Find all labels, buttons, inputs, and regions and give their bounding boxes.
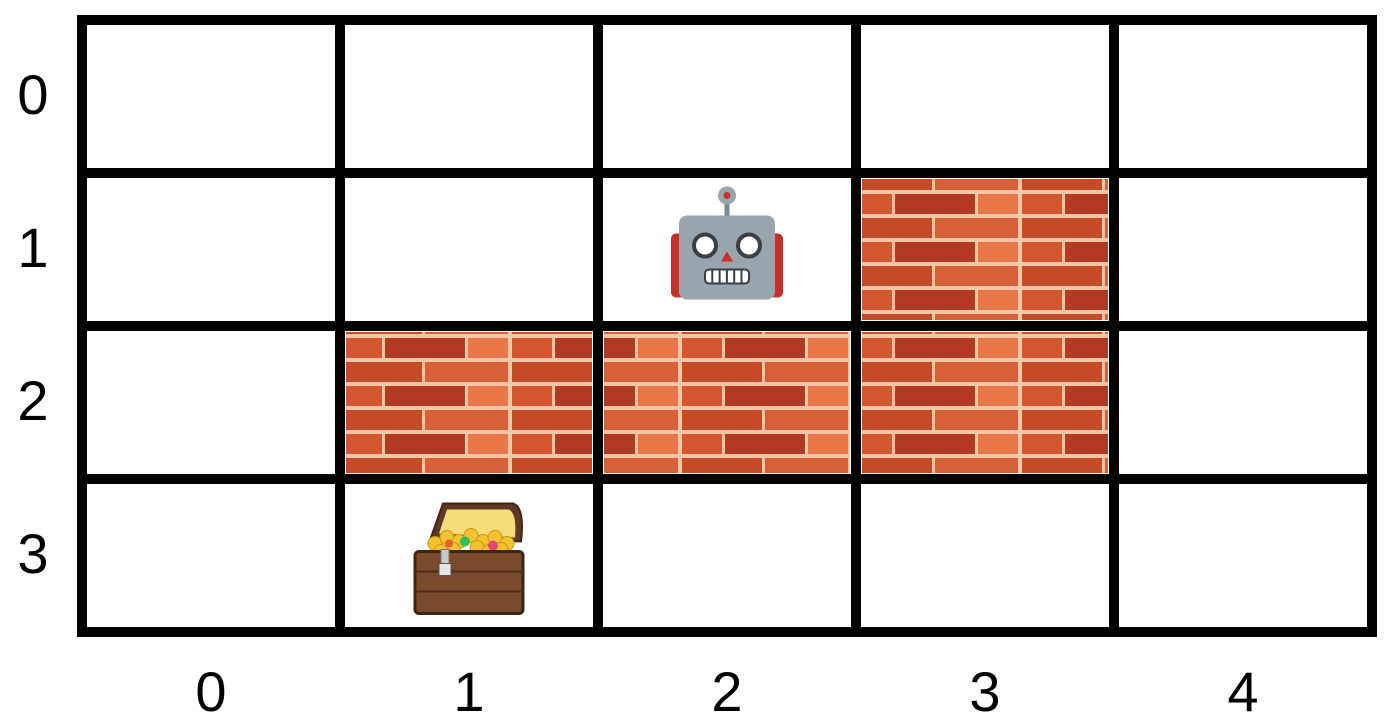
row-index-label: 3: [17, 521, 49, 585]
brick-wall-cell: [862, 332, 1108, 473]
column-index-label: 4: [1227, 660, 1259, 723]
column-index-label: 0: [195, 660, 227, 723]
brick-wall-cell: [604, 332, 850, 473]
column-index-label: 2: [711, 660, 743, 723]
row-index-label: 0: [17, 62, 49, 126]
brick-wall-cell: [346, 332, 592, 473]
column-index-label: 1: [453, 660, 485, 723]
row-index-label: 2: [17, 368, 49, 432]
robot-icon: [671, 186, 783, 300]
column-index-label: 3: [969, 660, 1001, 723]
row-index-label: 1: [17, 215, 49, 279]
brick-wall-cell: [862, 179, 1108, 320]
treasure-chest-icon: [413, 502, 525, 615]
